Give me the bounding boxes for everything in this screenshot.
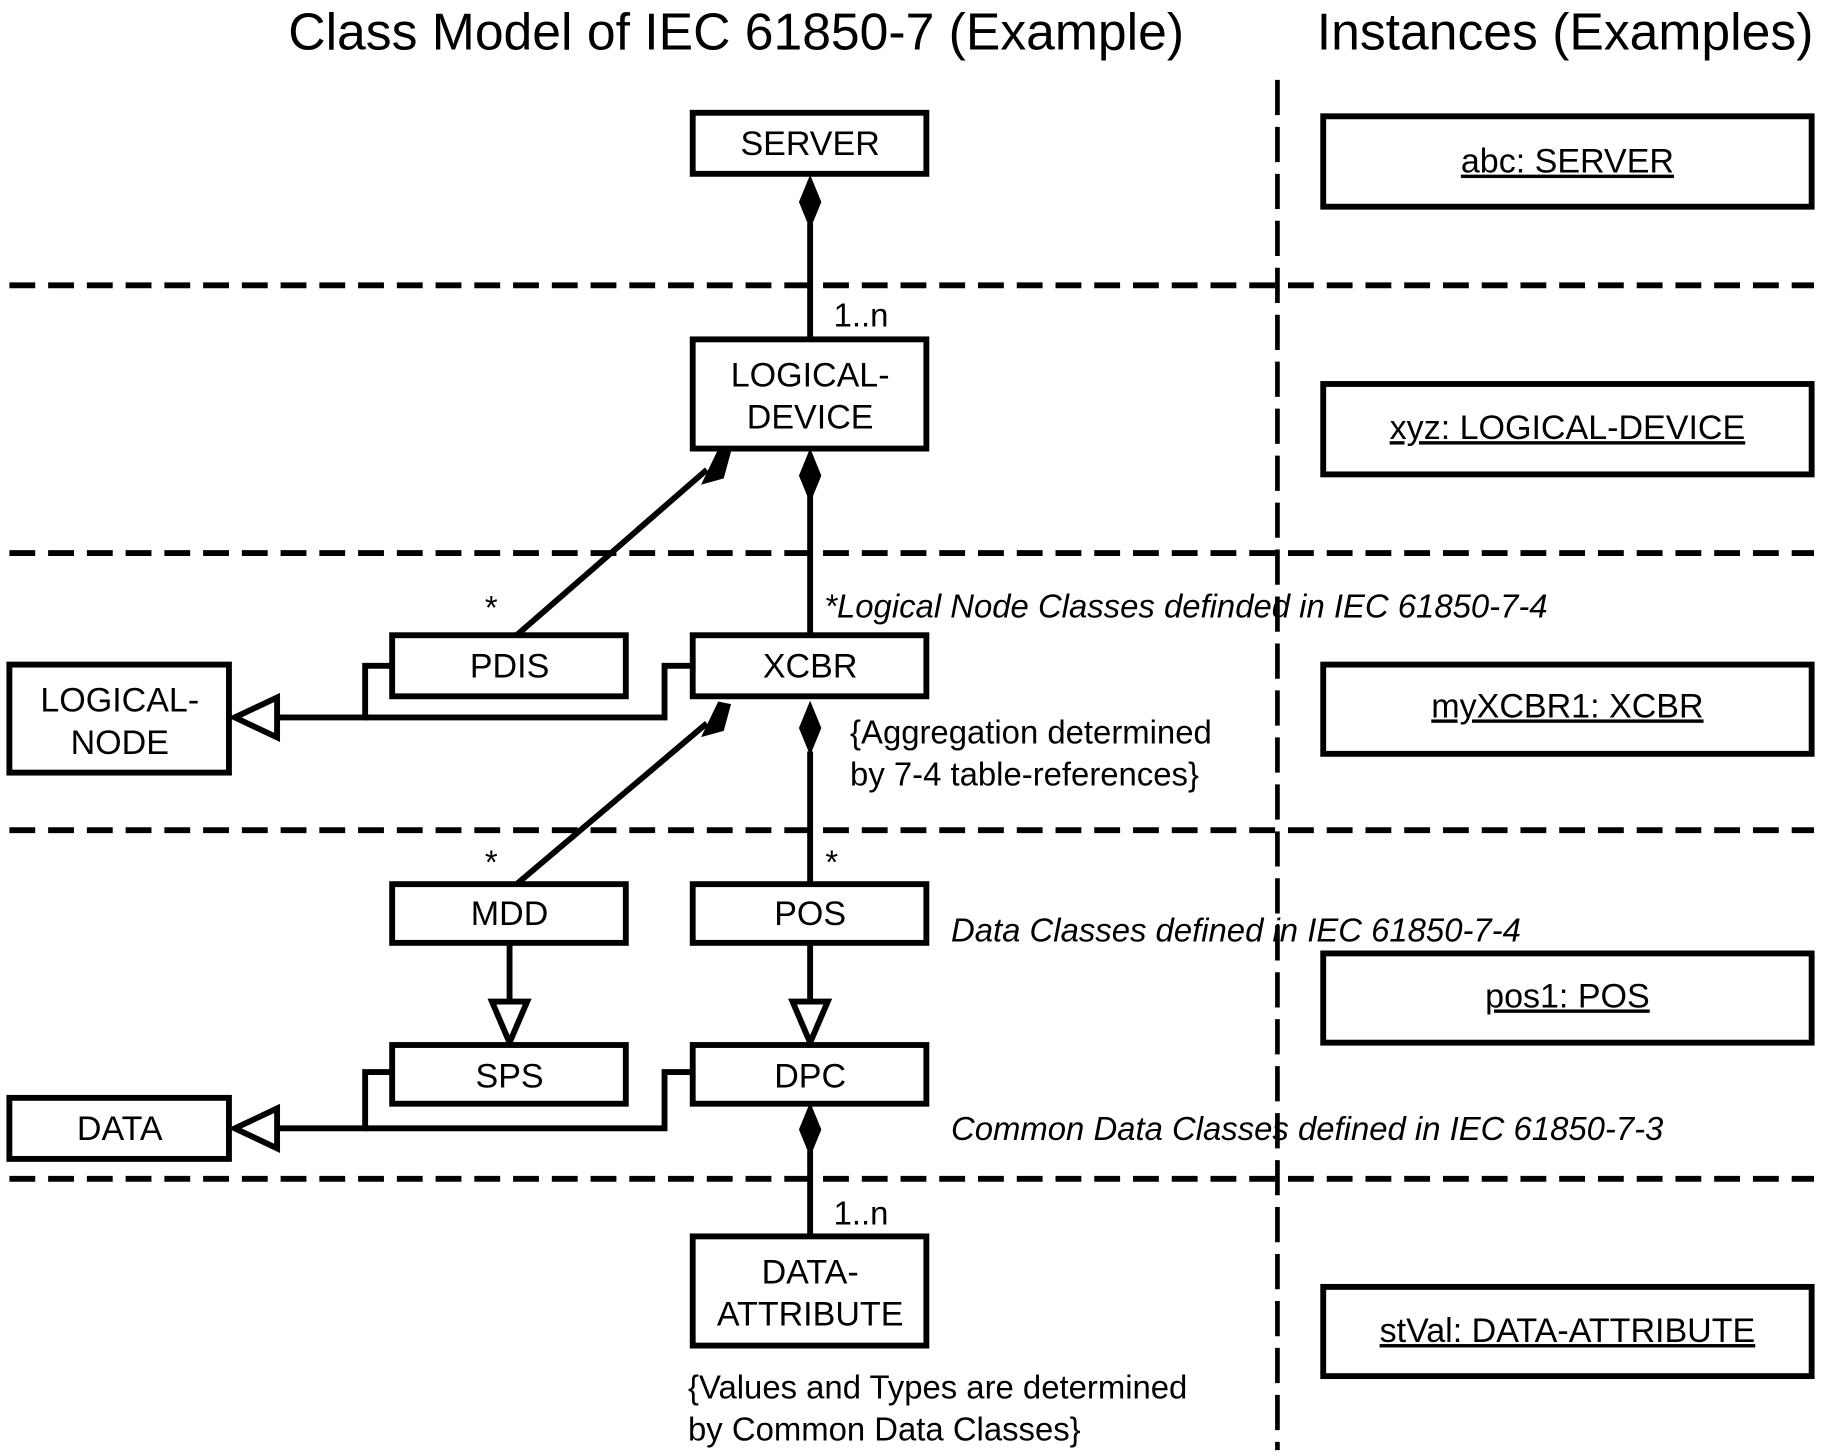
note-ln-classes: *Logical Node Classes definded in IEC 61… — [824, 588, 1547, 625]
composition-diamond-icon — [798, 700, 822, 756]
class-label: POS — [774, 895, 846, 933]
note-data-classes: Data Classes defined in IEC 61850-7-4 — [951, 912, 1521, 949]
instance-label: xyz: LOGICAL-DEVICE — [1390, 409, 1746, 447]
composition-diamond-icon — [701, 701, 732, 738]
class-sps[interactable]: SPS — [389, 1042, 629, 1107]
generalization-arrow-icon — [227, 692, 281, 743]
class-label-line1: DATA- — [762, 1253, 859, 1291]
pdis-generalization-link — [277, 662, 391, 721]
generalization-arrow-icon — [788, 998, 833, 1051]
multiplicity-ld-pdis: * — [485, 589, 498, 626]
xcbr-generalization-link — [365, 662, 694, 721]
class-label-line2: NODE — [71, 724, 169, 762]
instance-label: myXCBR1: XCBR — [1431, 687, 1703, 725]
note-aggregation-line1: {Aggregation determined — [850, 713, 1212, 750]
instances-title: Instances (Examples) — [1317, 2, 1814, 60]
note-values-types-line2: by Common Data Classes} — [688, 1411, 1081, 1448]
class-dpc[interactable]: DPC — [689, 1042, 930, 1107]
class-label: PDIS — [470, 648, 549, 686]
class-pdis[interactable]: PDIS — [389, 632, 629, 700]
class-label-line2: DEVICE — [747, 399, 874, 437]
multiplicity-xcbr-mdd: * — [485, 844, 498, 881]
class-label-line2: ATTRIBUTE — [717, 1296, 904, 1334]
instance-label: abc: SERVER — [1461, 143, 1674, 181]
class-label: MDD — [471, 895, 549, 933]
xcbr-mdd-link — [514, 721, 709, 887]
class-label-line1: LOGICAL- — [731, 356, 890, 394]
composition-diamond-icon — [701, 449, 732, 485]
class-data[interactable]: DATA — [6, 1094, 232, 1162]
class-label: SERVER — [740, 125, 879, 163]
multiplicity-xcbr-pos: * — [825, 844, 838, 881]
class-xcbr[interactable]: XCBR — [689, 632, 930, 700]
generalization-arrow-icon — [227, 1103, 281, 1153]
class-label: XCBR — [763, 648, 858, 686]
note-cdc: Common Data Classes defined in IEC 61850… — [951, 1110, 1663, 1147]
generalization-arrow-icon — [487, 998, 532, 1051]
class-data-attribute[interactable]: DATA- ATTRIBUTE — [689, 1233, 930, 1349]
instance-server[interactable]: abc: SERVER — [1320, 113, 1815, 210]
note-values-types-line1: {Values and Types are determined — [688, 1368, 1187, 1405]
instance-data-attribute[interactable]: stVal: DATA-ATTRIBUTE — [1320, 1283, 1815, 1380]
instance-logical-device[interactable]: xyz: LOGICAL-DEVICE — [1320, 381, 1815, 478]
ld-pdis-link — [514, 467, 709, 638]
dpc-generalization-link — [365, 1069, 694, 1132]
class-label-line1: LOGICAL- — [40, 682, 199, 720]
note-aggregation-line2: by 7-4 table-references} — [850, 756, 1199, 793]
class-label: SPS — [476, 1057, 544, 1095]
class-mdd[interactable]: MDD — [389, 881, 629, 946]
instance-label: stVal: DATA-ATTRIBUTE — [1380, 1312, 1756, 1350]
class-server[interactable]: SERVER — [689, 109, 930, 177]
class-label: DPC — [774, 1057, 846, 1095]
sps-generalization-link — [277, 1069, 391, 1132]
class-label: DATA — [77, 1110, 163, 1148]
composition-diamond-icon — [798, 1102, 822, 1157]
class-logical-device[interactable]: LOGICAL- DEVICE — [689, 336, 930, 452]
composition-diamond-icon — [798, 448, 822, 503]
instance-label: pos1: POS — [1485, 977, 1650, 1015]
multiplicity-dpc-da: 1..n — [834, 1195, 889, 1232]
instance-xcbr[interactable]: myXCBR1: XCBR — [1320, 661, 1815, 757]
class-pos[interactable]: POS — [689, 881, 930, 946]
instance-pos[interactable]: pos1: POS — [1320, 950, 1815, 1046]
class-model-title: Class Model of IEC 61850-7 (Example) — [288, 2, 1184, 60]
multiplicity-server-ld: 1..n — [834, 296, 889, 333]
composition-diamond-icon — [798, 174, 822, 230]
class-logical-node[interactable]: LOGICAL- NODE — [6, 661, 232, 776]
